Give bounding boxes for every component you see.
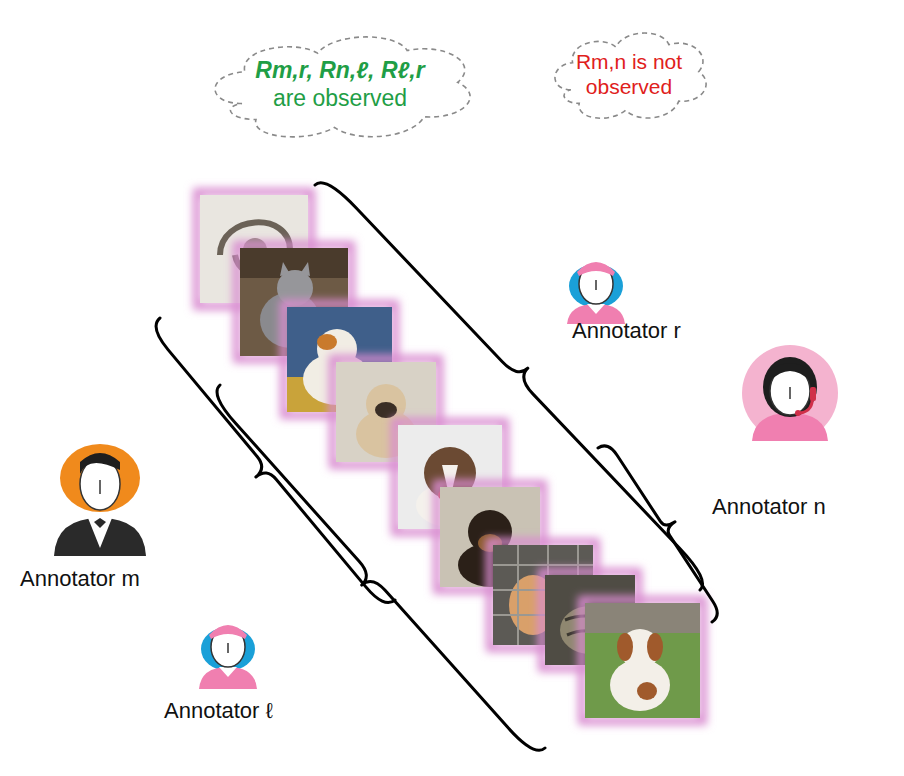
image-stack: [197, 192, 703, 721]
annotator-m-icon: [54, 444, 146, 556]
observation-text: Rm,r, Rn,ℓ, Rℓ,r: [240, 57, 440, 85]
annotator-l-icon: [199, 621, 257, 689]
cloud-bubble: Rm,r, Rn,ℓ, Rℓ,rare observed: [200, 24, 480, 146]
brace-n: [598, 446, 717, 622]
annotator-label: Annotator r: [572, 318, 681, 344]
annotator-label: Annotator n: [712, 494, 826, 520]
annotator-r-icon: [567, 258, 625, 324]
observation-text: Rm,n is not observed: [572, 49, 686, 99]
annotator-label: Annotator ℓ: [164, 698, 273, 724]
cloud-bubble: Rm,n is not observed: [546, 22, 712, 126]
brace-l: [217, 385, 545, 750]
annotator-n-icon: [742, 345, 838, 441]
cloud-outline: [546, 22, 712, 126]
brace-r: [315, 183, 703, 590]
cloud-text: Rm,n is not observed: [572, 49, 686, 99]
observation-note: are observed: [240, 85, 440, 113]
annotator-label: Annotator m: [20, 566, 140, 592]
cloud-text: Rm,r, Rn,ℓ, Rℓ,rare observed: [240, 57, 440, 112]
